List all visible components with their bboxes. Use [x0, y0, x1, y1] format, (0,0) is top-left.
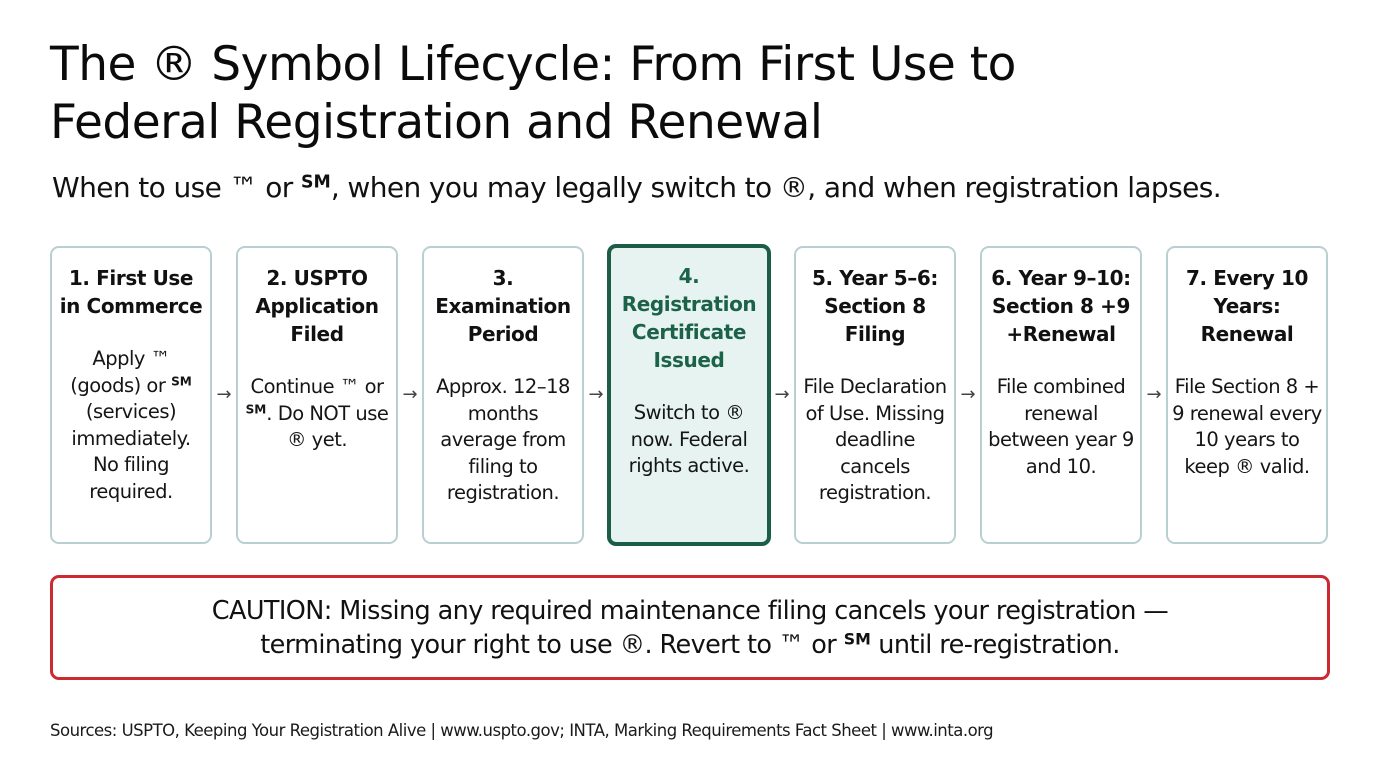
- step-description: Apply ™ (goods) or SM (services) immedia…: [52, 346, 210, 505]
- step-title: 6. Year 9–10: Section 8 +9 +Renewal: [991, 266, 1131, 346]
- caution-text: CAUTION: Missing any required maintenanc…: [190, 594, 1190, 662]
- step-text: Apply ™ (goods) or: [70, 347, 172, 397]
- arrow-right-icon: →: [402, 384, 418, 405]
- title-line-1: The ® Symbol Lifecycle: From First Use t…: [50, 37, 1016, 92]
- service-mark-symbol: SM: [843, 628, 871, 648]
- caution-box: CAUTION: Missing any required maintenanc…: [50, 575, 1330, 680]
- step-text: Continue ™ or: [250, 375, 384, 398]
- service-mark-symbol: SM: [245, 401, 267, 416]
- subtitle-part-1: When to use ™ or: [52, 171, 302, 204]
- step-text: (services) immediately. No filing requir…: [71, 400, 191, 503]
- step-card-first-use: 1. First Use in Commerce Apply ™ (goods)…: [50, 246, 212, 544]
- service-mark-symbol: SM: [301, 172, 331, 193]
- caution-text-part: until re-registration.: [870, 629, 1120, 660]
- title-line-2: Federal Registration and Renewal: [50, 95, 823, 150]
- step-card-examination: 3. Examination Period Approx. 12–18 mont…: [422, 246, 584, 544]
- step-text: . Do NOT use ® yet.: [266, 401, 389, 452]
- arrow-right-icon: →: [588, 384, 604, 405]
- step-description: File Section 8 + 9 renewal every 10 year…: [1172, 375, 1322, 478]
- step-card-registration-issued: 4. Registration Certificate Issued Switc…: [607, 244, 771, 546]
- step-title: 1. First Use in Commerce: [59, 266, 203, 318]
- sources-footer: Sources: USPTO, Keeping Your Registratio…: [50, 721, 994, 740]
- arrow-right-icon: →: [774, 384, 790, 405]
- service-mark-symbol: SM: [171, 373, 192, 388]
- step-description: Approx. 12–18 months average from filing…: [436, 375, 570, 504]
- step-description: File combined renewal between year 9 and…: [988, 375, 1134, 478]
- arrow-right-icon: →: [1146, 384, 1162, 405]
- arrow-right-icon: →: [960, 384, 976, 405]
- step-description: Switch to ® now. Federal rights active.: [628, 401, 750, 477]
- step-title: 5. Year 5–6: Section 8 Filing: [811, 266, 939, 346]
- step-title: 4. Registration Certificate Issued: [621, 264, 757, 372]
- step-title: 2. USPTO Application Filed: [255, 266, 379, 346]
- step-title: 7. Every 10 Years: Renewal: [1185, 266, 1309, 346]
- step-card-ten-year-renewal: 7. Every 10 Years: Renewal File Section …: [1166, 246, 1328, 544]
- step-card-section-8: 5. Year 5–6: Section 8 Filing File Decla…: [794, 246, 956, 544]
- subtitle: When to use ™ or SM, when you may legall…: [52, 168, 1352, 208]
- step-card-section-8-9-renewal: 6. Year 9–10: Section 8 +9 +Renewal File…: [980, 246, 1142, 544]
- caution-line-2: terminating your right to use ®. Revert …: [190, 628, 1190, 662]
- step-description: File Declaration of Use. Missing deadlin…: [803, 375, 947, 504]
- caution-text-part: terminating your right to use ®. Revert …: [260, 629, 844, 660]
- step-description: Continue ™ or SM. Do NOT use ® yet.: [238, 374, 396, 454]
- arrow-right-icon: →: [216, 384, 232, 405]
- page-title: The ® Symbol Lifecycle: From First Use t…: [50, 36, 1330, 152]
- caution-line-1: CAUTION: Missing any required maintenanc…: [211, 595, 1169, 626]
- step-title: 3. Examination Period: [435, 266, 571, 346]
- step-card-application-filed: 2. USPTO Application Filed Continue ™ or…: [236, 246, 398, 544]
- subtitle-part-2: , when you may legally switch to ®, and …: [330, 171, 1222, 204]
